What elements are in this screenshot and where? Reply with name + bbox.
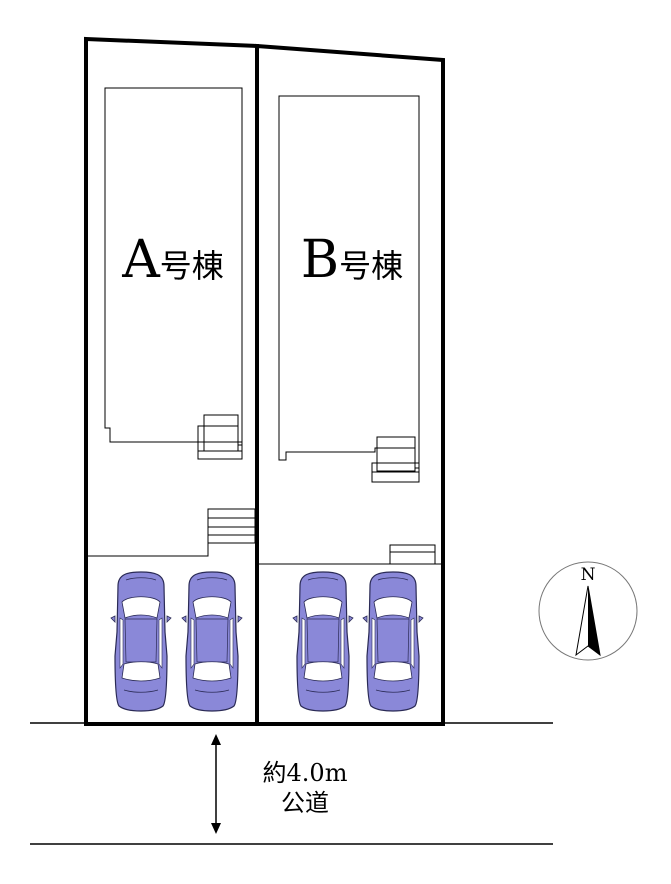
north-compass: N xyxy=(538,561,638,661)
lot-b-boundary xyxy=(255,43,445,726)
car-a-2 xyxy=(181,571,243,712)
road-width-arrow xyxy=(211,734,221,834)
lot-a-letter: A xyxy=(121,230,161,290)
car-a-1 xyxy=(110,571,172,712)
lot-a-exterior-stairs xyxy=(207,508,256,544)
lot-b-suffix: 号棟 xyxy=(339,247,403,285)
lot-a-suffix: 号棟 xyxy=(160,247,224,285)
road-width-label: 約4.0m xyxy=(263,759,348,787)
lot-b-letter: B xyxy=(301,230,339,290)
lot-a-building-outline xyxy=(104,87,243,446)
lot-b-label: B号棟 xyxy=(301,230,403,290)
lot-a-label: A号棟 xyxy=(121,230,224,290)
compass-north-label: N xyxy=(581,565,596,585)
lot-b-exterior-stairs xyxy=(389,544,436,565)
lot-a-entrance-steps xyxy=(197,414,243,460)
lot-a-parking-line xyxy=(86,543,209,557)
road-type-label: 公道 xyxy=(281,789,329,817)
lot-a: A号棟 xyxy=(84,36,259,726)
lot-b: B号棟 xyxy=(255,43,445,726)
lot-b-entrance-steps xyxy=(371,436,420,483)
compass-arrow-fill xyxy=(588,586,600,655)
car-b-2 xyxy=(362,571,424,712)
car-b-1 xyxy=(292,571,354,712)
lot-b-building-outline xyxy=(278,95,420,469)
